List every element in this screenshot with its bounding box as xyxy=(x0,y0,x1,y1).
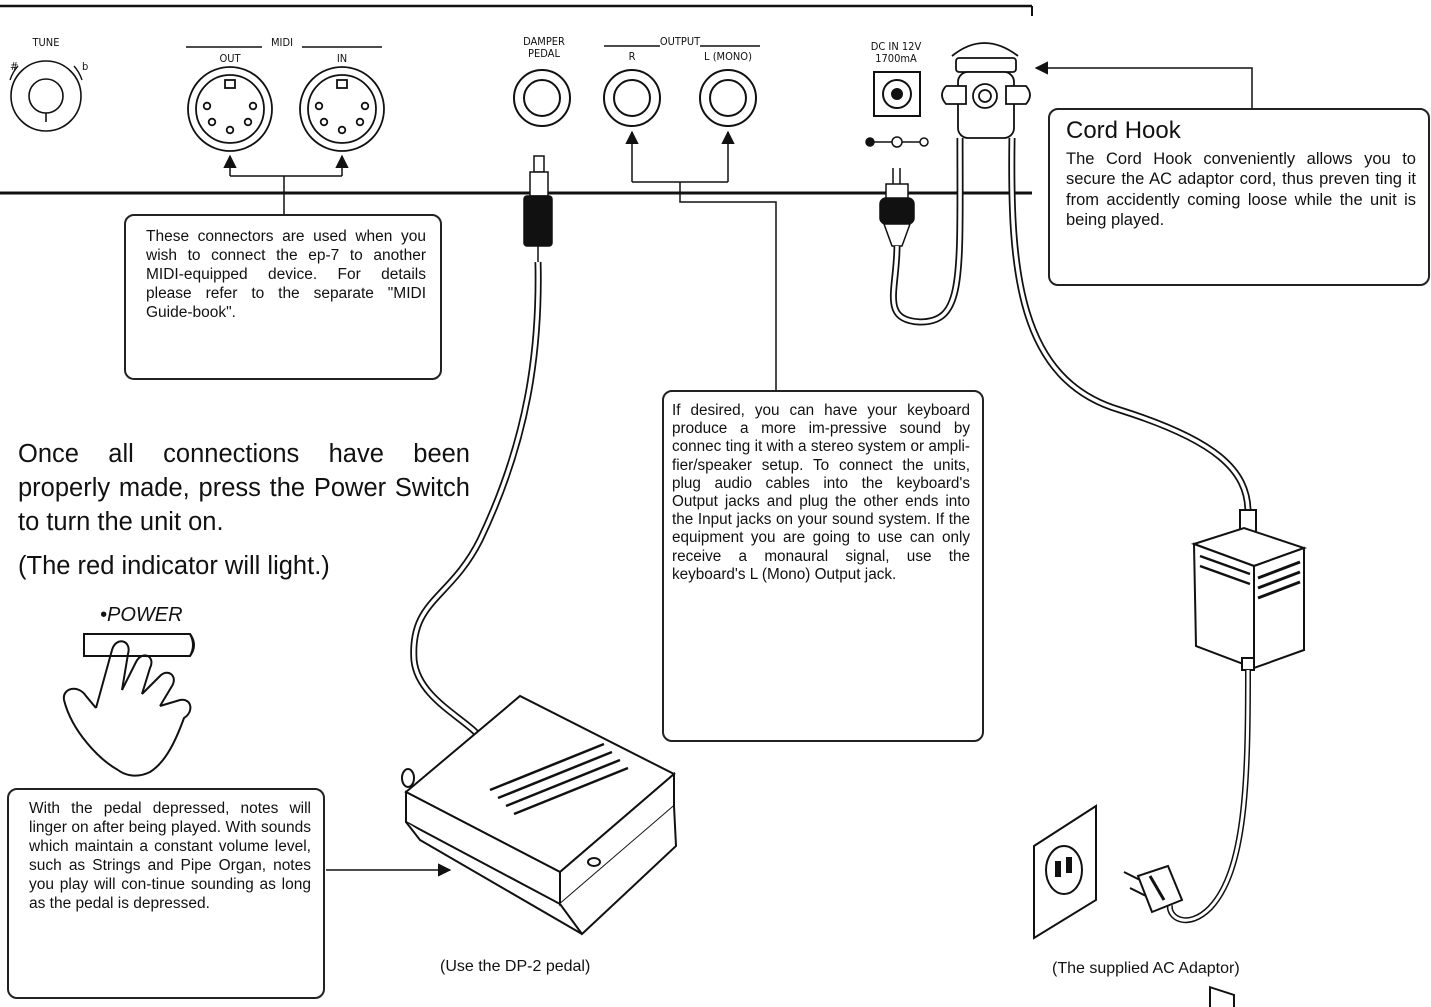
midi-in-port[interactable] xyxy=(299,66,385,152)
power-switch-icon[interactable] xyxy=(83,633,195,657)
cord-hook-arrow xyxy=(1034,61,1253,108)
cord-hook-text: The Cord Hook conveniently allows you to… xyxy=(1066,150,1416,229)
output-note-box: If desired, you can have your keyboard p… xyxy=(662,390,984,742)
tune-sharp-label: # xyxy=(10,60,18,73)
power-switch-label: •POWER xyxy=(100,604,183,626)
power-instruction: Once all connections have been properly … xyxy=(18,440,470,536)
polarity-icon xyxy=(865,136,929,148)
panel-outline xyxy=(0,4,1033,195)
tune-flat-label: b xyxy=(82,60,88,73)
pedal-note-text: With the pedal depressed, notes will lin… xyxy=(29,800,311,912)
output-r-jack[interactable] xyxy=(603,69,661,127)
adaptor-caption: (The supplied AC Adaptor) xyxy=(1052,960,1240,977)
pedal-caption: (Use the DP-2 pedal) xyxy=(440,958,591,975)
damper-label-line2: PEDAL xyxy=(528,47,560,60)
output-r-label: R xyxy=(629,50,636,63)
midi-in-label: IN xyxy=(337,52,347,65)
dc-in-label-line2: 1700mA xyxy=(875,52,917,65)
adaptor-output-cable xyxy=(1166,669,1251,924)
output-arrows xyxy=(625,130,777,390)
midi-arrows xyxy=(223,154,349,214)
indicator-note: (The red indicator will light.) xyxy=(18,552,330,580)
damper-label-line1: DAMPER xyxy=(523,35,565,48)
cord-hook-title: Cord Hook xyxy=(1066,117,1181,144)
pedal-note-box: With the pedal depressed, notes will lin… xyxy=(7,788,325,999)
midi-out-label: OUT xyxy=(219,52,241,65)
dc-plug xyxy=(879,168,915,247)
ac-plug-icon xyxy=(1123,864,1184,914)
tune-knob[interactable] xyxy=(9,60,83,132)
pedal-plug xyxy=(523,155,553,262)
damper-pedal-icon xyxy=(401,694,678,936)
output-l-jack[interactable] xyxy=(699,69,757,127)
midi-out-port[interactable] xyxy=(187,66,273,152)
output-note-text: If desired, you can have your keyboard p… xyxy=(672,402,970,583)
hand-icon xyxy=(62,640,192,777)
ac-adaptor-icon xyxy=(1190,509,1308,1007)
wall-outlet-icon xyxy=(1033,804,1097,940)
damper-pedal-jack[interactable] xyxy=(513,69,571,127)
output-l-label: L (MONO) xyxy=(704,50,752,63)
dc-in-jack[interactable] xyxy=(873,71,921,117)
midi-note-text: These connectors are used when you wish … xyxy=(146,228,426,321)
midi-note-box: These connectors are used when you wish … xyxy=(124,214,442,380)
output-label: OUTPUT xyxy=(660,35,701,48)
cord-hook xyxy=(941,42,1031,139)
dc-in-label-line1: DC IN 12V xyxy=(871,40,922,53)
cord-hook-box: Cord Hook The Cord Hook conveniently all… xyxy=(1048,108,1430,286)
tune-label: TUNE xyxy=(32,36,60,49)
midi-label: MIDI xyxy=(271,36,293,49)
